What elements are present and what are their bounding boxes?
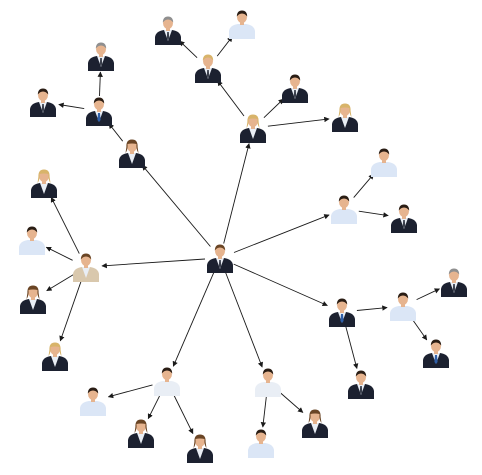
- arrow-man-shirt-far-right-to-man-tie-lowright: [411, 318, 428, 341]
- arrow-man-bottom-right-to-woman-bottom-right: [279, 391, 304, 413]
- arrow-center-to-woman-blond-top: [223, 142, 251, 244]
- businesswoman-icon: [119, 139, 145, 168]
- arrow-man-beige-to-man-shirt-left: [45, 246, 73, 261]
- businessman-icon: [348, 370, 374, 399]
- businesswoman-icon: [302, 409, 328, 438]
- businessman-arms-crossed-icon: [195, 54, 221, 83]
- businessman-icon: [154, 367, 180, 396]
- arrow-man-arms-crossed-to-man-shirt-top: [216, 36, 233, 57]
- arrow-woman-blond-top-to-man-arms-crossed: [217, 80, 245, 117]
- edges-layer: [45, 36, 440, 435]
- arrow-center-to-man-bottom-right: [224, 271, 263, 368]
- arrow-man-bottom-mid-to-man-bottom-left-shirt: [107, 384, 153, 399]
- businessman-blue-tie-icon: [423, 339, 449, 368]
- man-beige-jacket-icon: [73, 253, 99, 282]
- arrow-center-to-man-tie-right: [233, 263, 328, 307]
- arrow-man-beige-to-woman-left-top: [50, 196, 80, 254]
- man-blue-shirt-icon: [248, 429, 274, 458]
- businessman-dark-suit-icon: [207, 244, 233, 273]
- arrow-center-to-man-shirt-right: [233, 214, 330, 253]
- arrow-man-beige-to-woman-blond-left: [59, 281, 82, 342]
- man-blue-shirt-icon: [371, 148, 397, 177]
- businesswoman-blond-icon: [240, 114, 266, 143]
- man-blue-shirt-icon: [19, 226, 45, 255]
- businesswoman-icon: [187, 434, 213, 463]
- businessman-blue-tie-icon: [329, 298, 355, 327]
- businessman-icon: [30, 88, 56, 117]
- arrow-man-shirt-far-right-to-gray-man-right: [416, 288, 440, 301]
- arrow-man-shirt-right-to-man-shirt-right-top: [353, 173, 374, 198]
- businessman-icon: [391, 204, 417, 233]
- man-blue-shirt-icon: [229, 10, 255, 39]
- man-blue-shirt-icon: [331, 195, 357, 224]
- arrow-man-tie-right-to-man-shirt-far-right: [356, 305, 388, 311]
- arrow-man-arms-crossed-to-gray-man-top: [179, 40, 198, 59]
- man-blue-shirt-icon: [390, 292, 416, 321]
- arrow-man-tie-right-to-man-dark-bottom: [345, 326, 359, 370]
- arrow-man-blue-tie-to-man-phone: [58, 102, 85, 110]
- arrow-woman-mid-to-man-blue-tie: [108, 123, 124, 142]
- nodes-layer: [19, 10, 467, 463]
- arrow-center-to-woman-mid: [141, 164, 211, 247]
- arrow-man-beige-to-woman-left-mid: [46, 274, 74, 292]
- arrow-man-bottom-mid-to-woman-bottom-a: [147, 394, 161, 420]
- businesswoman-blond-icon: [332, 103, 358, 132]
- businessman-blue-tie-icon: [86, 97, 112, 126]
- arrow-woman-blond-top-to-man-dark-right: [263, 98, 284, 119]
- arrow-man-blue-tie-to-gray-man: [97, 71, 103, 97]
- arrow-woman-blond-top-to-woman-blond-right: [267, 116, 330, 127]
- businesswoman-icon: [31, 169, 57, 198]
- arrow-man-bottom-mid-to-woman-bottom-b: [173, 394, 194, 435]
- arrow-man-bottom-right-to-man-shirt-bottom: [260, 396, 267, 428]
- senior-businessman-icon: [88, 42, 114, 71]
- businesswoman-icon: [20, 285, 46, 314]
- man-blue-shirt-icon: [80, 387, 106, 416]
- businessman-icon: [282, 74, 308, 103]
- senior-businessman-icon: [155, 16, 181, 45]
- arrow-center-to-man-bottom-mid: [172, 271, 215, 367]
- senior-businessman-icon: [441, 268, 467, 297]
- arrow-man-shirt-right-to-man-dark-right-low: [358, 210, 389, 218]
- arrow-center-to-man-beige: [101, 258, 206, 269]
- businesswoman-icon: [128, 419, 154, 448]
- businesswoman-blond-icon: [42, 342, 68, 371]
- businessman-icon: [255, 368, 281, 397]
